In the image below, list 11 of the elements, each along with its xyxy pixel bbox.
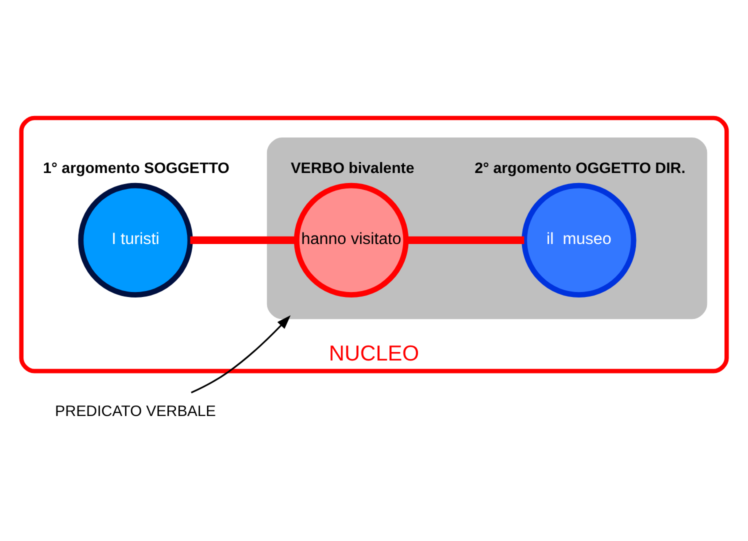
connector <box>406 236 524 244</box>
arrow <box>190 315 291 394</box>
cluster <box>266 137 708 320</box>
node-label: 2° argomento OGGETTO DIR. <box>474 160 686 177</box>
node-text: PREDICATO VERBALE <box>55 403 216 420</box>
node-circle: I turisti <box>78 182 193 298</box>
node-label: VERBO bivalente <box>290 160 414 177</box>
node-label: 1° argomento SOGGETTO <box>43 160 230 177</box>
node-circle: hanno visitato <box>294 182 409 298</box>
node-circle: il museo <box>522 182 636 298</box>
connector <box>190 236 297 244</box>
